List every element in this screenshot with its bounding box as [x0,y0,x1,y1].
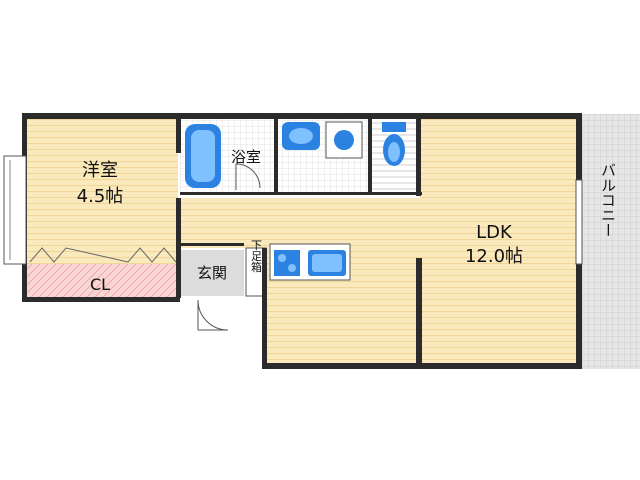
western-room-size: 4.5帖 [77,186,124,207]
balcony-label: バルコニー [599,163,617,238]
toilet-icon [382,122,406,166]
stove-icon [274,250,300,276]
window-icon [3,155,583,265]
hallway-floor [178,198,420,248]
shoe-box-label: 下足箱 [250,240,263,274]
washbasin-icon [282,122,320,150]
balcony [582,114,640,369]
bathtub-icon [185,124,221,188]
bathroom-label: 浴室 [231,148,261,166]
kitchen-sink-icon [308,250,346,276]
ldk-floor [420,118,578,364]
washing-machine-icon [325,121,363,159]
entrance-floor [180,250,244,296]
door-swing-icon [197,163,261,331]
closet-label: CL [90,275,110,294]
western-room-name: 洋室 [82,160,118,181]
ldk-name: LDK [476,222,513,243]
ldk-size: 12.0帖 [465,246,523,267]
closet-door-icon [29,247,177,263]
closet-area [26,264,178,299]
entrance-label: 玄関 [197,264,227,282]
western-room-floor [26,118,178,264]
